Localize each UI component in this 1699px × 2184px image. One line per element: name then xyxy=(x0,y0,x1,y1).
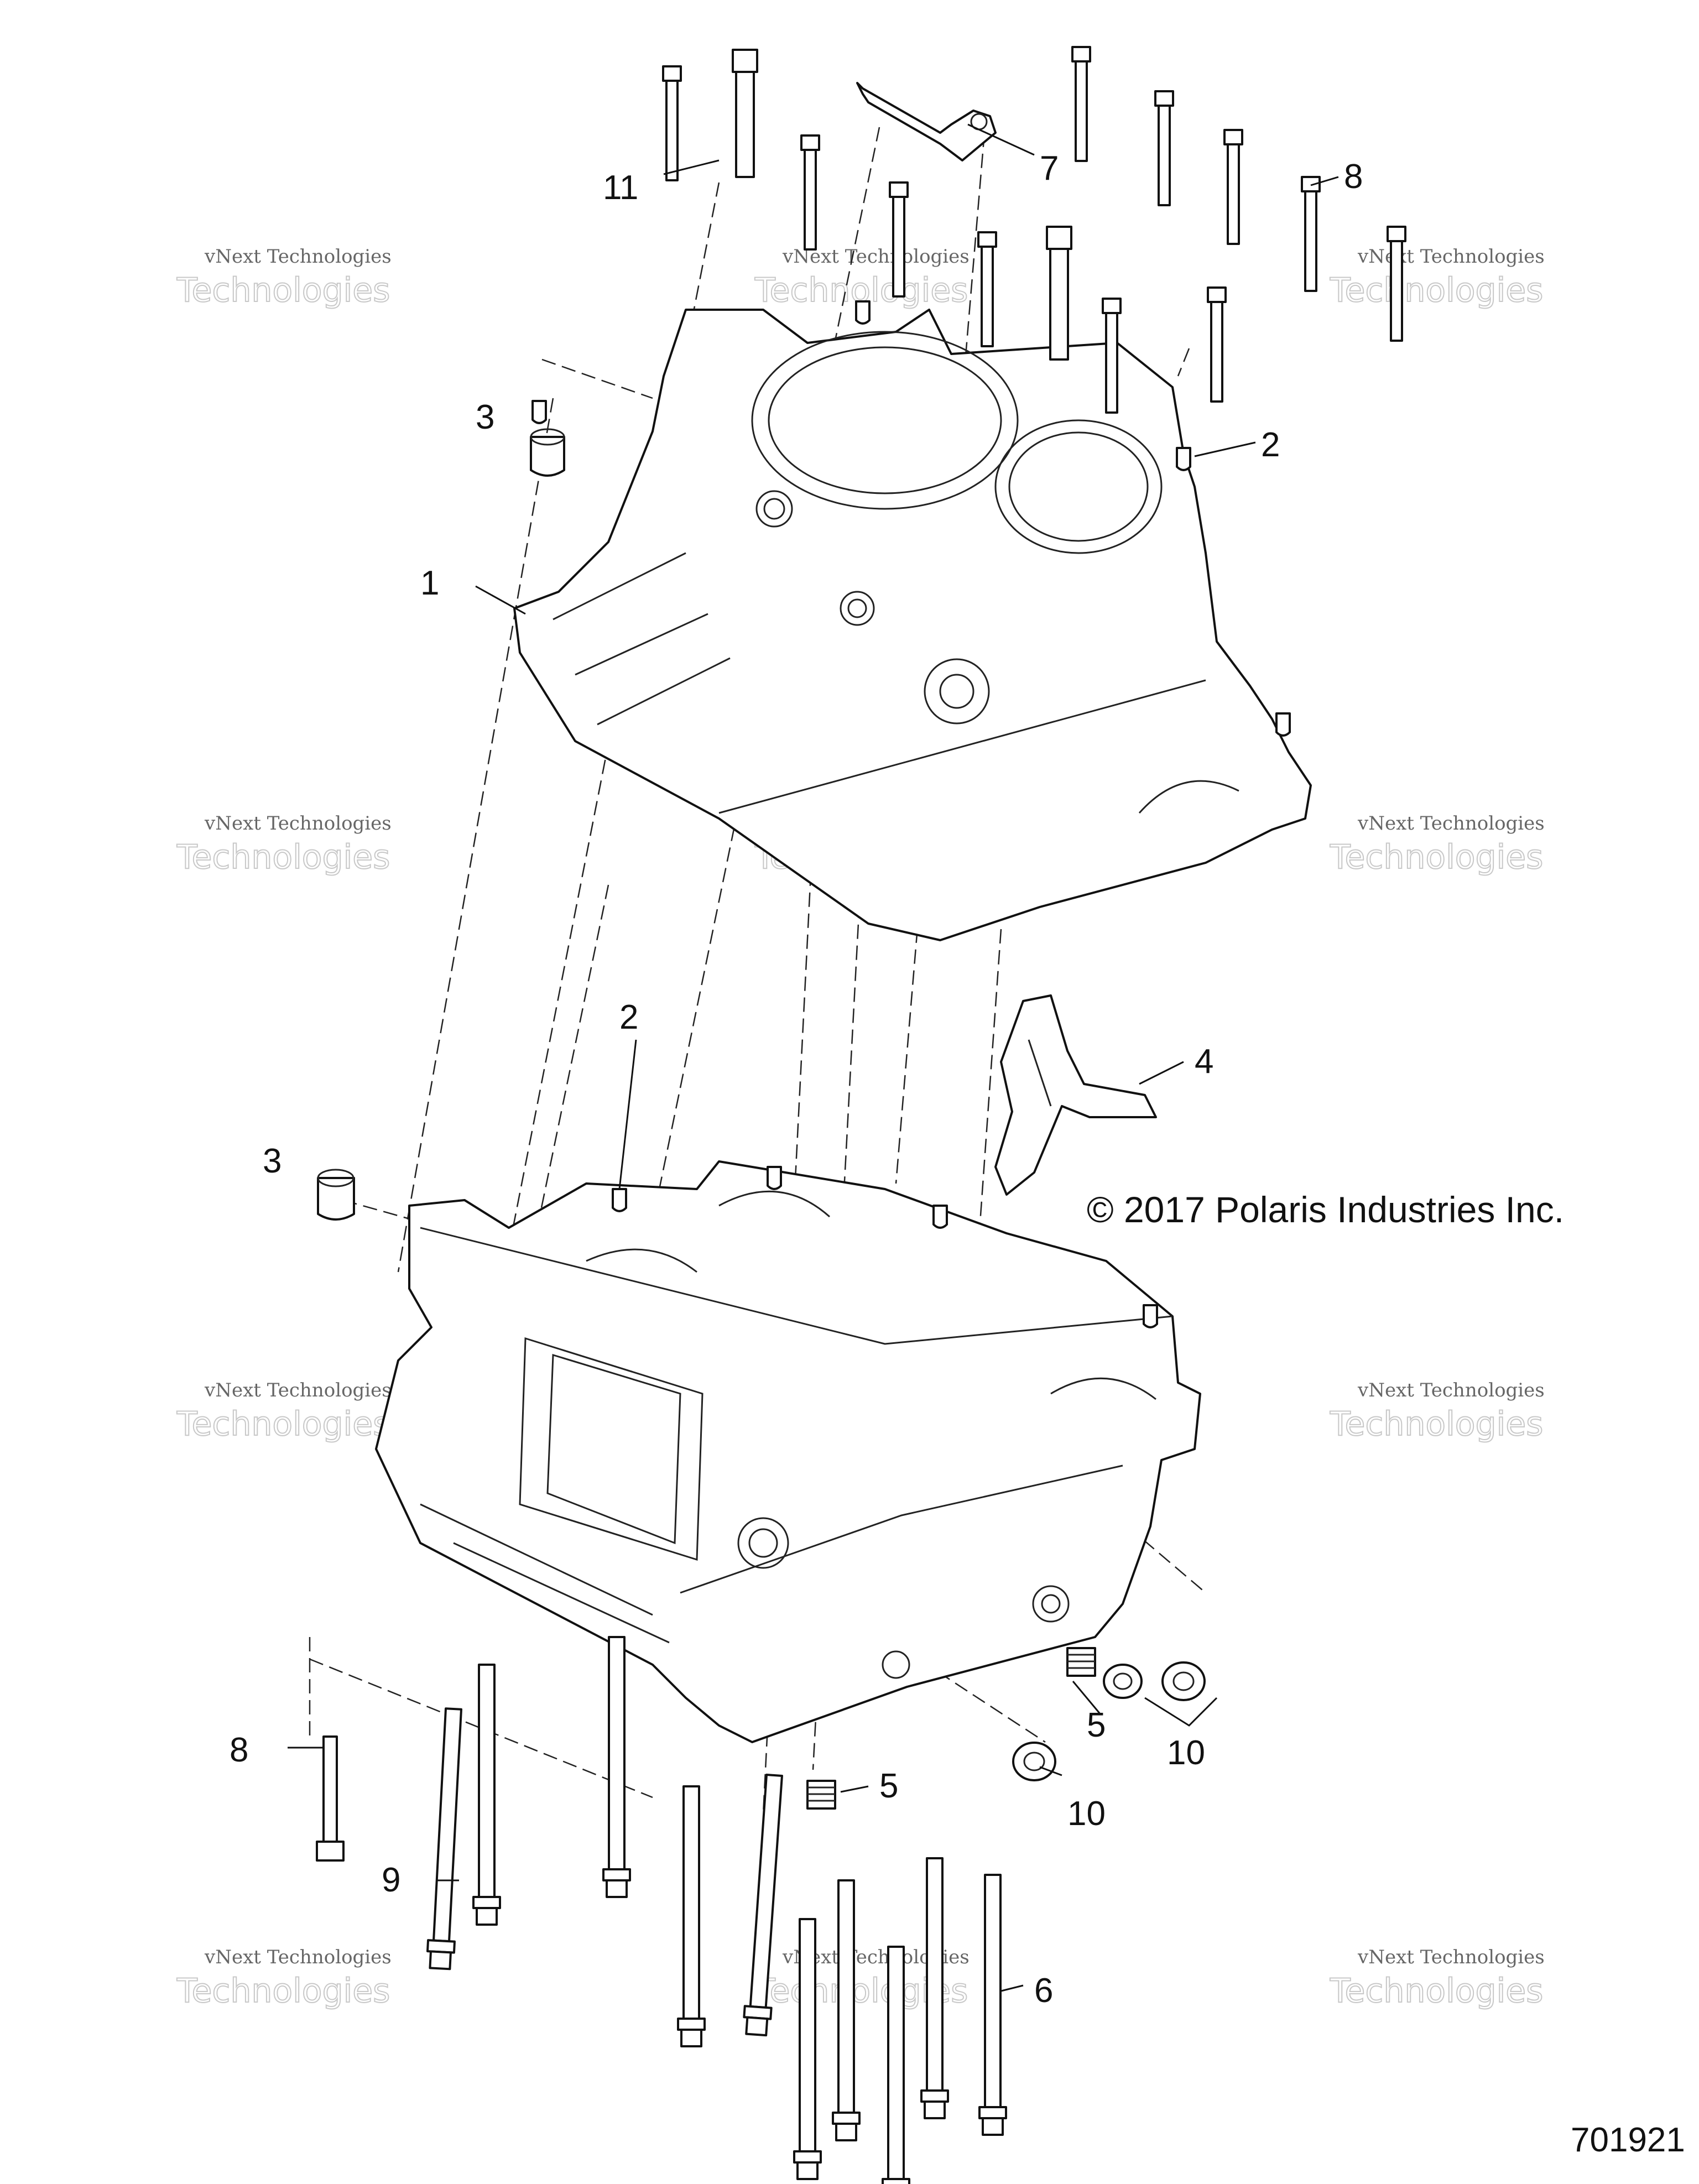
callout-5-lower: 5 xyxy=(879,1767,898,1805)
bearing-insert xyxy=(994,994,1157,1196)
svg-text:Technologies: Technologies xyxy=(1330,1972,1543,2010)
upper-crankcase xyxy=(513,309,1312,941)
callout-10-lower: 10 xyxy=(1067,1795,1106,1833)
bolt xyxy=(977,231,997,347)
long-bolt-top xyxy=(1046,226,1072,361)
dowel-pin xyxy=(612,1188,627,1212)
lower-crankcase xyxy=(375,1160,1201,1743)
dowel-pin xyxy=(1143,1304,1158,1328)
bolt xyxy=(1387,226,1406,342)
svg-text:Technologies: Technologies xyxy=(1330,838,1543,877)
bolt xyxy=(662,65,682,181)
plug-10-a xyxy=(1103,1664,1143,1699)
plug-5-right xyxy=(1066,1647,1096,1677)
callout-3-upper: 3 xyxy=(476,398,494,436)
bolt-6 xyxy=(677,1785,706,2047)
plug-5-lower xyxy=(806,1780,836,1810)
dowel-pin xyxy=(531,400,547,424)
dowel-pin xyxy=(932,1205,948,1229)
callout-4: 4 xyxy=(1195,1043,1213,1081)
bolt xyxy=(1154,90,1174,206)
callout-6: 6 xyxy=(1034,1972,1053,2010)
copyright-notice: © 2017 Polaris Industries Inc. xyxy=(1087,1189,1564,1230)
svg-text:vNext Technologies: vNext Technologies xyxy=(1357,1946,1545,1968)
callout-7: 7 xyxy=(1040,149,1059,187)
bolt-9 xyxy=(472,1664,501,1926)
callout-3-lower: 3 xyxy=(263,1142,282,1180)
bolt-6 xyxy=(978,1874,1007,2136)
svg-text:vNext Technologies: vNext Technologies xyxy=(204,246,392,268)
dowel-pin xyxy=(1275,712,1291,737)
bolt-9 xyxy=(602,1636,631,1898)
svg-text:Technologies: Technologies xyxy=(176,271,390,310)
svg-text:vNext Technologies: vNext Technologies xyxy=(204,812,392,835)
leader-lines xyxy=(288,123,1339,1992)
svg-text:vNext Technologies: vNext Technologies xyxy=(204,1379,392,1401)
dowel-pin xyxy=(855,300,871,325)
svg-text:vNext Technologies: vNext Technologies xyxy=(1357,812,1545,835)
oil-jet xyxy=(856,82,997,161)
plug-10-b xyxy=(1161,1661,1206,1701)
bolt xyxy=(1071,46,1091,162)
callout-8-upper: 8 xyxy=(1344,158,1363,196)
svg-text:Technologies: Technologies xyxy=(176,838,390,877)
svg-text:vNext Technologies: vNext Technologies xyxy=(1357,246,1545,268)
callout-9: 9 xyxy=(382,1861,400,1899)
bushing-lower xyxy=(317,1169,355,1221)
callout-1: 1 xyxy=(420,564,439,602)
bolt xyxy=(1301,176,1321,292)
bolt xyxy=(800,134,820,251)
document-number: 701921 xyxy=(1571,2121,1685,2159)
svg-text:vNext Technologies: vNext Technologies xyxy=(204,1946,392,1968)
plug-10-c xyxy=(1012,1742,1056,1781)
bolt xyxy=(1207,286,1227,403)
bushing-upper xyxy=(530,428,565,477)
callout-2-lower: 2 xyxy=(619,998,638,1036)
callout-2-upper: 2 xyxy=(1261,426,1280,464)
top-bolts xyxy=(662,46,1406,414)
callout-5-right: 5 xyxy=(1087,1706,1106,1744)
bolt xyxy=(889,181,909,298)
callout-10-right: 10 xyxy=(1167,1734,1205,1772)
bolt-9 xyxy=(426,1708,467,1969)
lower-bolts xyxy=(316,1636,1007,2184)
svg-text:Technologies: Technologies xyxy=(1330,271,1543,310)
callout-8-lower: 8 xyxy=(230,1731,248,1769)
bolt xyxy=(1223,129,1243,245)
long-bolt-11 xyxy=(732,49,758,178)
bolt xyxy=(1102,298,1122,414)
svg-text:Technologies: Technologies xyxy=(1330,1405,1543,1443)
svg-text:Technologies: Technologies xyxy=(176,1405,390,1443)
svg-text:vNext Technologies: vNext Technologies xyxy=(1357,1379,1545,1401)
bolt-8-lower xyxy=(316,1735,345,1862)
dowel-pin xyxy=(767,1166,782,1190)
callout-11: 11 xyxy=(603,169,638,207)
bolt-6 xyxy=(832,1879,861,2141)
callouts: 11 7 8 2 3 1 2 4 3 5 10 5 10 8 9 6 xyxy=(230,149,1363,2010)
dowel-pin xyxy=(1176,447,1191,471)
svg-text:Technologies: Technologies xyxy=(176,1972,390,2010)
